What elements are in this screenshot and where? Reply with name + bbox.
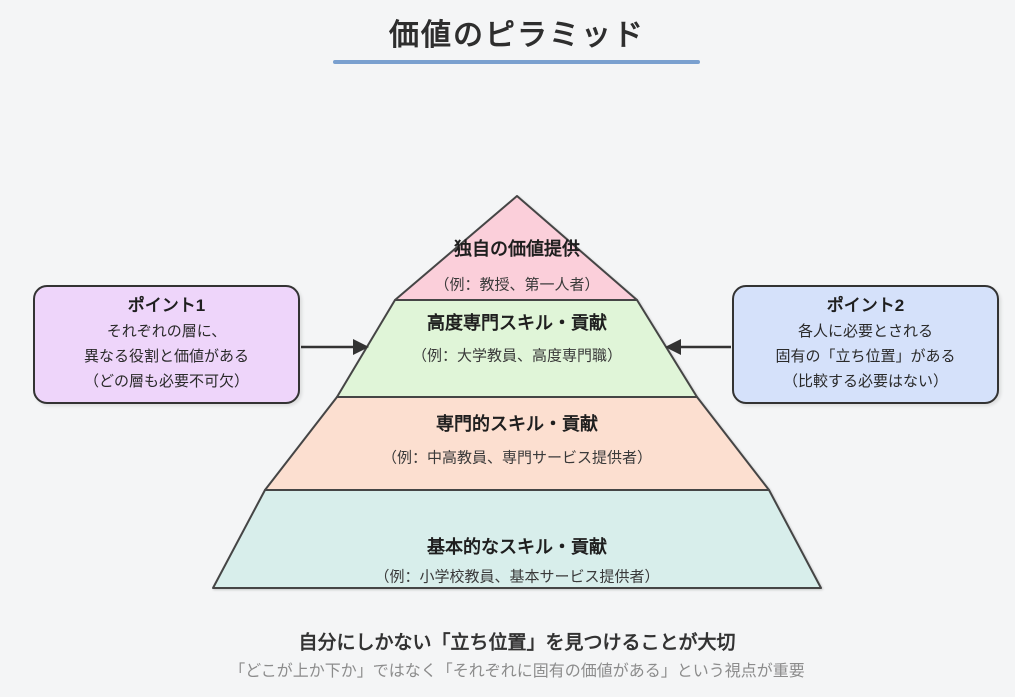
left-arrow: [301, 339, 369, 355]
page-title: 価値のピラミッド: [389, 19, 645, 52]
footer-subline: 「どこが上か下か」ではなく「それぞれに固有の価値がある」という視点が重要: [229, 663, 805, 680]
callout-point-2-line: 各人に必要とされる: [797, 323, 933, 340]
tier-2-example: （例：大学教員、高度専門職）: [411, 347, 623, 365]
tier-3-example: （例：中高教員、専門サービス提供者）: [381, 449, 653, 467]
tier-4-example: （例：小学校教員、基本サービス提供者）: [374, 568, 660, 586]
left-arrowhead-icon: [353, 339, 369, 355]
callout-point-1: ポイント1 それぞれの層に、 異なる役割と価値がある （どの層も必要不可欠）: [33, 285, 300, 404]
callout-point-1-line: （どの層も必要不可欠）: [83, 373, 249, 390]
title-underline: [333, 60, 700, 64]
tier-1-title: 独自の価値提供: [454, 239, 580, 259]
callout-point-2-line: 固有の「立ち位置」がある: [775, 348, 956, 365]
tier-4-shape: [212, 489, 822, 589]
callout-point-1-line: 異なる役割と価値がある: [83, 348, 249, 365]
callout-point-1-line: それぞれの層に、: [106, 323, 227, 340]
footer-headline: 自分にしかない「立ち位置」を見つけることが大切: [298, 632, 736, 654]
right-arrowhead-icon: [665, 339, 681, 355]
callout-point-2: ポイント2 各人に必要とされる 固有の「立ち位置」がある （比較する必要はない）: [732, 285, 999, 404]
callout-point-1-title: ポイント1: [127, 296, 206, 315]
tier-1-example: （例：教授、第一人者）: [434, 276, 600, 294]
tier-2-title: 高度専門スキル・貢献: [427, 313, 607, 333]
callout-point-2-line: （比較する必要はない）: [782, 373, 948, 390]
callout-point-2-title: ポイント2: [826, 296, 905, 315]
right-arrow: [665, 339, 731, 355]
tier-3-title: 専門的スキル・貢献: [436, 414, 598, 434]
tier-4-title: 基本的なスキル・貢献: [427, 537, 607, 557]
